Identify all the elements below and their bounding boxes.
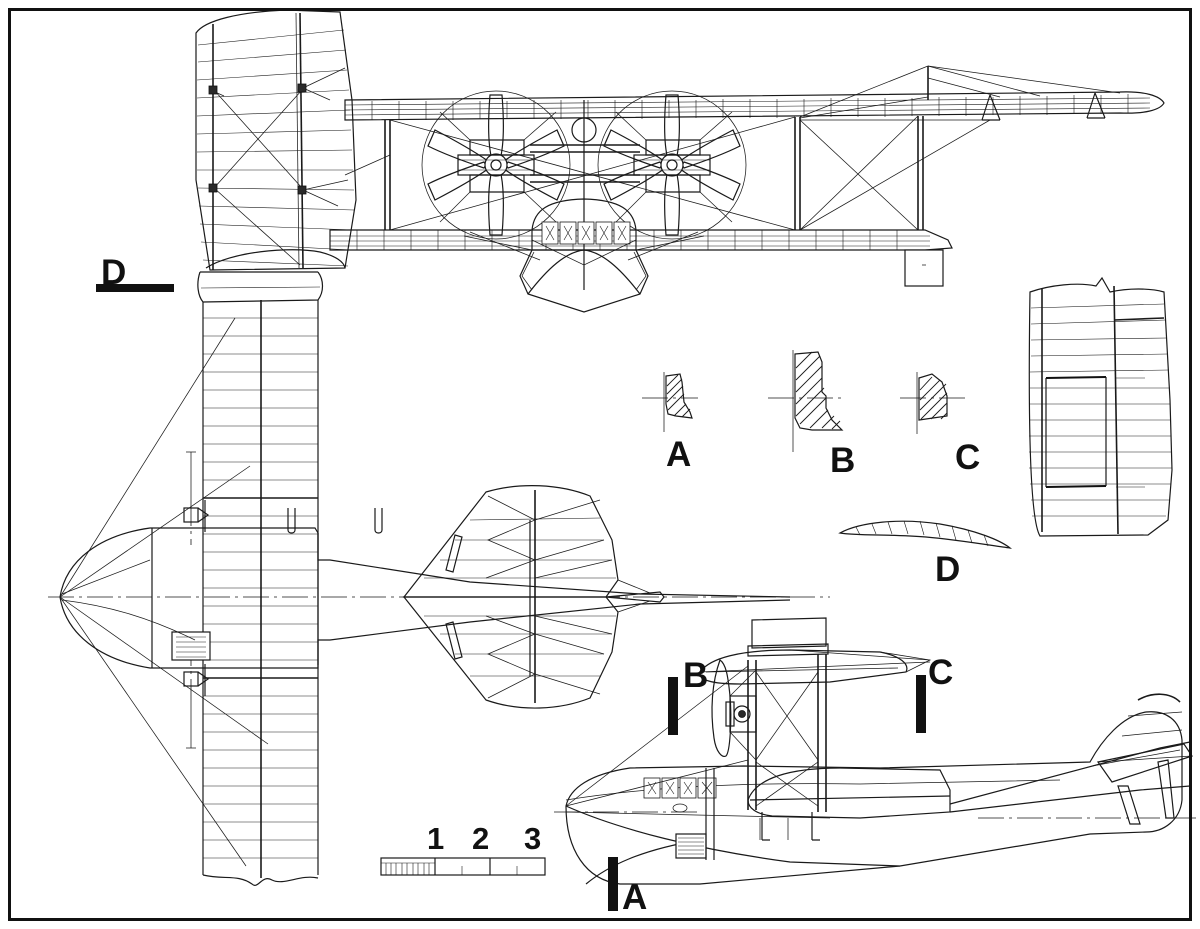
section-caption-B: B [830, 441, 856, 480]
front-view-cockpit-windows [541, 221, 631, 245]
section-marker-B [668, 677, 678, 735]
section-marker-C [916, 675, 926, 733]
front-view [329, 65, 1165, 313]
section-caption-C: C [955, 438, 981, 477]
scale-tick-2: 2 [472, 821, 490, 856]
plan-view-wing-panel [183, 300, 383, 886]
scale-bar [380, 857, 546, 876]
section-caption-A: A [666, 435, 692, 474]
side-view-cockpit-windows [643, 777, 717, 799]
section-marker-A [608, 857, 618, 911]
side-view-louvre-block [675, 833, 707, 859]
wingtip-detail [1028, 276, 1173, 537]
label-A-side: A [622, 878, 648, 917]
plan-view-hull [48, 317, 830, 867]
label-B-side: B [683, 656, 709, 695]
plan-view-tailplane [402, 485, 665, 709]
engine-mount-bracket-upper [183, 451, 210, 545]
wingtip-float [904, 249, 944, 287]
label-D-plan: D [101, 253, 127, 292]
section-A [642, 372, 698, 432]
section-D-airfoil [838, 520, 1013, 549]
scale-tick-3: 3 [524, 821, 542, 856]
scale-tick-1: 1 [427, 821, 445, 856]
label-C-side: C [928, 653, 954, 692]
side-view [554, 617, 1196, 885]
section-B [768, 350, 844, 452]
side-view-engine-propeller [711, 659, 757, 761]
front-view-port-propeller [421, 90, 571, 240]
front-view-starboard-propeller [597, 90, 747, 240]
section-marker-D-plan [96, 284, 174, 292]
hull-louvre-panel [171, 631, 211, 661]
section-C [900, 372, 968, 434]
plan-view-upper-wing [195, 9, 357, 303]
section-caption-D: D [935, 550, 961, 589]
